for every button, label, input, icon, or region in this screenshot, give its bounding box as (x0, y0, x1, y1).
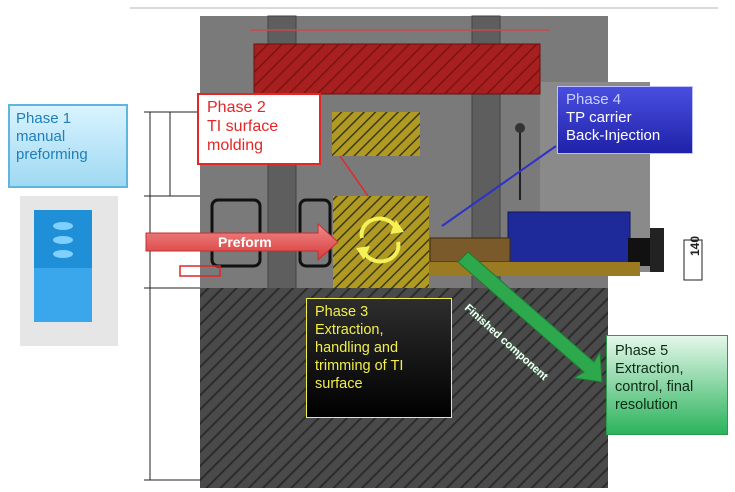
phase4-line-2: Back-Injection (566, 127, 661, 144)
phase2-line-2: molding (207, 137, 264, 154)
phase5-title: Phase 5 (615, 343, 669, 359)
upper-mold (253, 43, 541, 95)
phase2-line-1: TI surface (207, 118, 279, 135)
phase4-connector (441, 145, 557, 227)
phase5-line-1: Extraction, (615, 361, 684, 377)
phase2-connector (339, 155, 369, 197)
phase1-line-2: preforming (16, 146, 88, 163)
phase3-line-2: handling and (315, 340, 399, 356)
phase2-box: Phase 2 TI surface molding (197, 93, 321, 165)
phase4-box: Phase 4 TP carrier Back-Injection (557, 86, 693, 154)
finished-component-arrow (457, 251, 603, 383)
phase2-title: Phase 2 (207, 99, 266, 116)
central-mold-cavity (333, 196, 429, 288)
phase4-line-1: TP carrier (566, 109, 632, 126)
rotation-icon (359, 216, 401, 264)
phase3-title: Phase 3 (315, 304, 369, 320)
preform-illustration (20, 196, 118, 346)
phase3-line-3: trimming of TI (315, 358, 404, 374)
phase3-box: Phase 3 Extraction, handling and trimmin… (306, 298, 452, 418)
dimension-label: 140 (688, 235, 702, 256)
phase1-title: Phase 1 (16, 110, 72, 127)
phase5-line-3: resolution (615, 397, 678, 413)
phase1-box: Phase 1 manual preforming (8, 104, 128, 188)
phase1-line-1: manual (16, 128, 66, 145)
phase3-line-4: surface (315, 376, 363, 392)
upper-yellow-block (332, 112, 420, 156)
phase3-line-1: Extraction, (315, 322, 384, 338)
phase5-line-2: control, final (615, 379, 694, 395)
phase4-title: Phase 4 (566, 91, 622, 108)
preform-arrow-label: Preform (218, 234, 272, 250)
preform-arrow (145, 222, 339, 262)
phase5-box: Phase 5 Extraction, control, final resol… (606, 335, 728, 435)
